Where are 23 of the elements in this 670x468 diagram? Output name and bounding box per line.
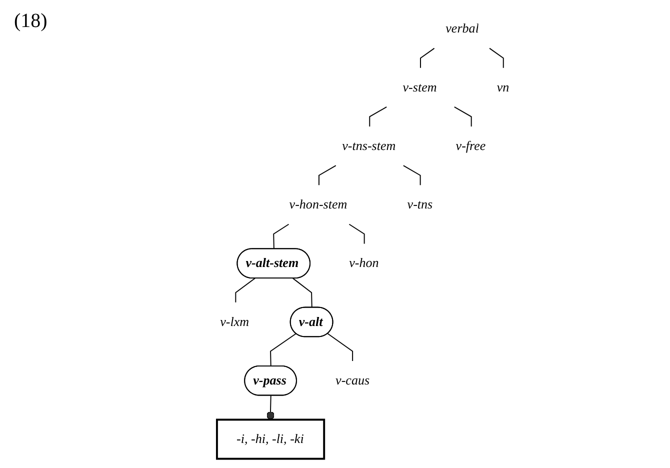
node-text: v-stem bbox=[402, 80, 437, 95]
connector bbox=[402, 165, 421, 186]
connector bbox=[318, 165, 336, 186]
connector bbox=[489, 48, 504, 68]
connector bbox=[327, 333, 354, 362]
connector bbox=[369, 106, 388, 127]
node-text: v-hon bbox=[349, 256, 379, 270]
node-text: v-caus bbox=[336, 373, 370, 388]
node-text: v-hon-stem bbox=[289, 198, 348, 212]
connector bbox=[270, 333, 296, 367]
connector bbox=[235, 278, 256, 303]
connector bbox=[348, 224, 365, 244]
example-number: (18) bbox=[14, 10, 48, 33]
node-text: vn bbox=[496, 80, 510, 95]
connector bbox=[266, 395, 274, 420]
connector bbox=[292, 278, 312, 308]
connector bbox=[420, 48, 435, 68]
node-text: v-tns-stem bbox=[342, 138, 396, 154]
node-text: v-free bbox=[456, 138, 486, 154]
node-text: v-lxm bbox=[220, 314, 250, 330]
connector bbox=[454, 106, 472, 127]
node-box: -i, -hi, -li, -ki bbox=[216, 418, 326, 460]
node-text: v-tns bbox=[407, 198, 433, 212]
